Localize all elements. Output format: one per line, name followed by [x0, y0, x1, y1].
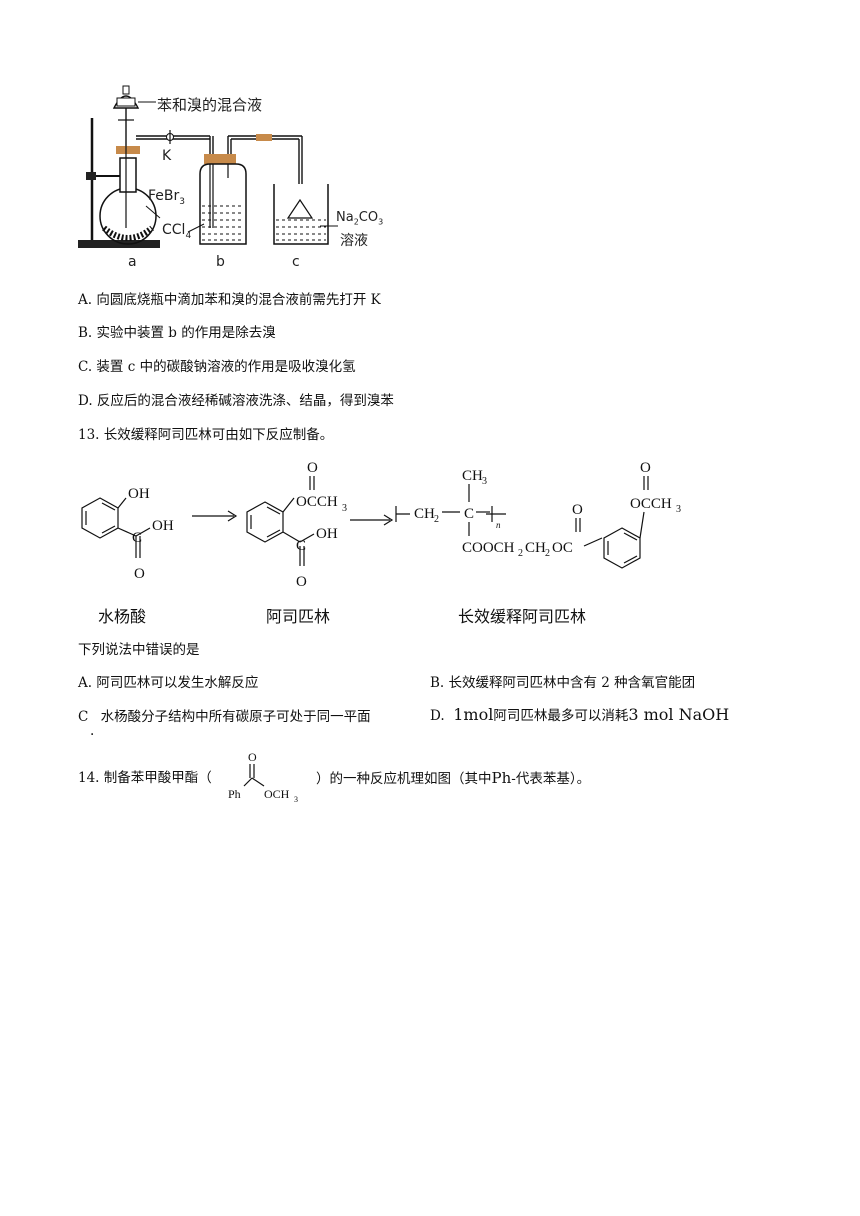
reaction-drawing: OH OH O C OCCH 3 O OH C O CH 2 C n CH 3 … [81, 460, 681, 590]
svg-text:O: O [248, 750, 257, 764]
svg-text:OCCH: OCCH [630, 496, 672, 512]
svg-text:2: 2 [518, 548, 523, 559]
svg-text:2: 2 [545, 548, 550, 559]
svg-text:CH: CH [525, 540, 546, 556]
svg-text:OH: OH [316, 526, 338, 542]
svg-text:O: O [134, 566, 145, 582]
svg-text:n: n [496, 520, 501, 530]
valve-label: K [162, 148, 172, 164]
svg-text:OCH: OCH [264, 787, 290, 801]
q13-option-c-text: 水杨酸分子结构中所有碳原子可处于同一平面 [100, 709, 371, 725]
svg-text:Ph: Ph [228, 787, 241, 801]
ester-drawing: O Ph OCH 3 [228, 750, 298, 804]
q13-option-c-letter: C [78, 709, 89, 725]
svg-text:OCCH: OCCH [296, 494, 338, 510]
svg-text:O: O [307, 460, 318, 476]
svg-text:O: O [572, 502, 583, 518]
q12-option-c: C. 装置 c 中的碳酸钠溶液的作用是吸收溴化氢 [78, 359, 356, 375]
ccl4-label: CCl4 [162, 222, 192, 241]
caption-a: a [128, 254, 137, 270]
na2co3-label: Na2CO3 [336, 210, 384, 227]
q13-question: 下列说法中错误的是 [78, 642, 200, 658]
svg-text:C: C [296, 538, 306, 554]
svg-text:3: 3 [294, 795, 298, 804]
svg-text:O: O [640, 460, 651, 476]
q13-option-c: C 水杨酸分子结构中所有碳原子可处于同一平面 [78, 708, 371, 726]
svg-text:COOCH: COOCH [462, 540, 515, 556]
svg-text:3: 3 [676, 504, 681, 515]
catalyst-label: FeBr3 [148, 188, 185, 207]
q13-option-c-dot: . [90, 723, 95, 739]
svg-text:2: 2 [434, 514, 439, 525]
apparatus-drawing [78, 85, 338, 248]
svg-text:C: C [132, 530, 142, 546]
q13-stem: 13. 长效缓释阿司匹林可由如下反应制备。 [78, 427, 334, 443]
caption-c: c [292, 254, 300, 270]
name-salicylic: 水杨酸 [98, 607, 147, 626]
name-slow-release: 长效缓释阿司匹林 [458, 607, 587, 626]
caption-b: b [216, 254, 225, 270]
svg-text:O: O [296, 574, 307, 590]
name-aspirin: 阿司匹林 [266, 607, 331, 626]
q12-option-b: B. 实验中装置 b 的作用是除去溴 [78, 325, 276, 341]
svg-text:C: C [464, 506, 474, 522]
q14-stem-b: ）的一种反应机理如图（其中Ph-代表苯基）。 [316, 769, 591, 787]
q13-reaction-scheme: OH OH O C OCCH 3 O OH C O CH 2 C n CH 3 … [70, 456, 770, 596]
methyl-benzoate-structure: O Ph OCH 3 [222, 748, 322, 808]
q12-option-a: A. 向圆底烧瓶中滴加苯和溴的混合液前需先打开 K [78, 292, 381, 308]
svg-text:CH: CH [462, 468, 483, 484]
q13-option-b: B. 长效缓释阿司匹林中含有 2 种含氧官能团 [430, 675, 696, 691]
mixture-label: 苯和溴的混合液 [157, 96, 263, 114]
q12-option-d: D. 反应后的混合液经稀碱溶液洗涤、结晶，得到溴苯 [78, 393, 394, 409]
svg-text:OH: OH [152, 518, 174, 534]
svg-text:3: 3 [482, 476, 487, 487]
q13-option-d: D. 1mol阿司匹林最多可以消耗3 mol NaOH [430, 705, 730, 725]
svg-text:CH: CH [414, 506, 435, 522]
solution-label: 溶液 [340, 233, 368, 249]
svg-text:3: 3 [342, 503, 347, 514]
svg-text:OH: OH [128, 486, 150, 502]
q13-option-a: A. 阿司匹林可以发生水解反应 [78, 675, 259, 691]
svg-text:OC: OC [552, 540, 573, 556]
apparatus-figure [70, 78, 400, 270]
q14-stem-a: 14. 制备苯甲酸甲酯（ [78, 770, 212, 786]
